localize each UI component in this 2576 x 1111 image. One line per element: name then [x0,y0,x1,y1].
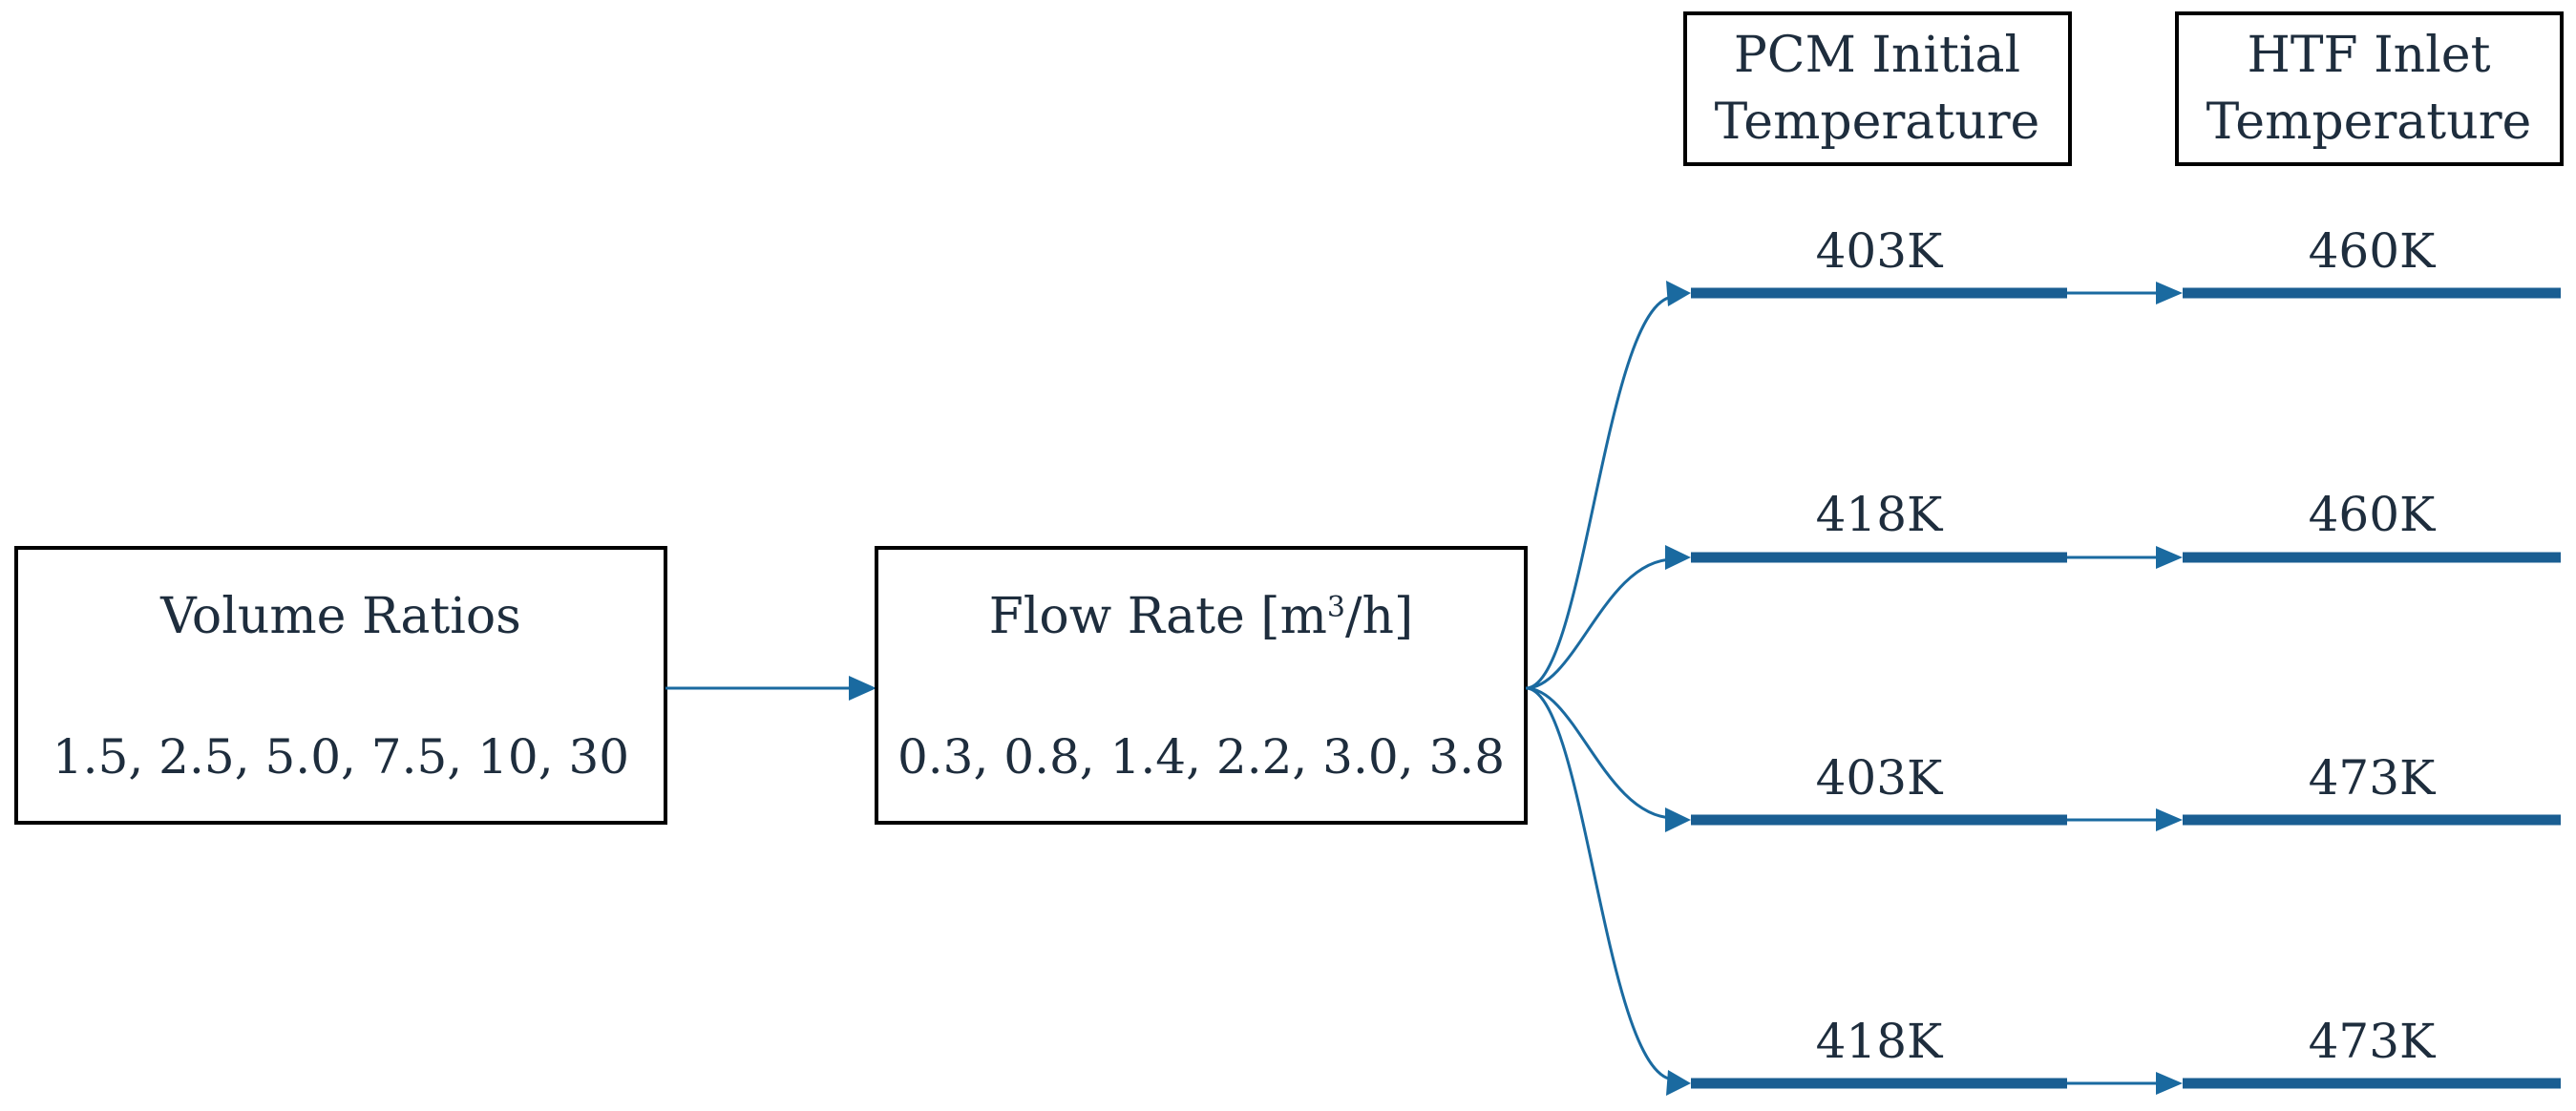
flow-rate-title-main: Flow Rate [m [989,588,1327,645]
case-4-htf-label: 473K [2309,1014,2437,1069]
volume-to-flow-arrowhead [849,676,876,701]
case-3-connector-arrowhead [2156,808,2183,831]
branch-curve-3 [1525,686,1674,820]
case-2-htf-label: 460K [2309,487,2437,542]
case-3-htf-label: 473K [2309,750,2437,806]
branch-arrowhead-1 [1666,281,1691,306]
case-1-connector-arrowhead [2156,282,2183,304]
pcm-header-border [1683,11,2072,166]
htf-header-box: HTF Inlet Temperature [2175,11,2564,166]
volume-ratios-box: Volume Ratios 1.5, 2.5, 5.0, 7.5, 10, 30 [14,546,667,825]
volume-ratios-title: Volume Ratios [159,588,521,645]
flow-rate-title-end: /h] [1345,588,1413,645]
case-3-pcm-label: 403K [1816,750,1944,806]
flow-rate-title: Flow Rate [m3/h] [989,588,1414,645]
htf-header-border [2175,11,2564,166]
case-4-pcm-label: 418K [1816,1014,1944,1069]
case-2-connector-arrowhead [2156,546,2183,569]
pcm-header-line2: Temperature [1715,94,2040,151]
volume-to-flow-arrow [665,676,876,701]
branch-arrowhead-2 [1665,545,1691,570]
pcm-header-box: PCM Initial Temperature [1683,11,2072,166]
case-row-3: 403K 473K [1691,750,2561,831]
case-row-1: 403K 460K [1691,223,2561,304]
flow-rate-title-superscript: 3 [1327,591,1345,624]
branch-curve-2 [1525,557,1674,690]
branch-curves [1525,281,1691,1096]
branch-curve-1 [1525,295,1674,690]
pcm-header-line1: PCM Initial [1734,27,2020,84]
branch-arrowhead-4 [1666,1070,1691,1096]
branch-curve-4 [1525,686,1674,1081]
volume-ratios-border [14,546,667,825]
case-row-4: 418K 473K [1691,1014,2561,1095]
htf-header-line1: HTF Inlet [2248,27,2491,84]
case-row-2: 418K 460K [1691,487,2561,569]
flow-rate-box: Flow Rate [m3/h] 0.3, 0.8, 1.4, 2.2, 3.0… [875,546,1528,825]
branch-arrowhead-3 [1665,807,1691,832]
flow-rate-border [875,546,1528,825]
case-1-htf-label: 460K [2309,223,2437,279]
flow-rate-values: 0.3, 0.8, 1.4, 2.2, 3.0, 3.8 [897,729,1505,785]
htf-header-line2: Temperature [2206,94,2532,151]
volume-ratios-values: 1.5, 2.5, 5.0, 7.5, 10, 30 [53,729,629,785]
case-2-pcm-label: 418K [1816,487,1944,542]
case-4-connector-arrowhead [2156,1072,2183,1095]
case-1-pcm-label: 403K [1816,223,1944,279]
